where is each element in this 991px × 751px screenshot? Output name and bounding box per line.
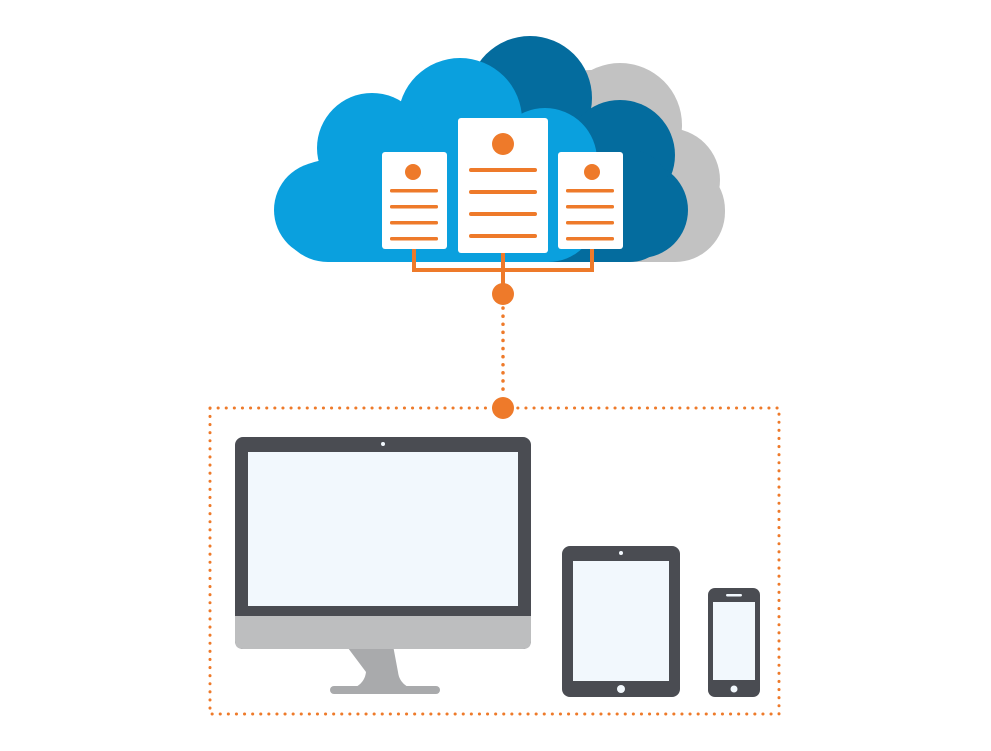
desktop-monitor-icon bbox=[235, 437, 531, 694]
tablet-screen bbox=[573, 561, 669, 681]
server-card-right bbox=[558, 152, 623, 249]
monitor-chin bbox=[235, 616, 531, 649]
cloud-icon bbox=[274, 36, 725, 305]
smartphone-screen bbox=[713, 602, 755, 680]
smartphone-icon bbox=[708, 588, 760, 697]
monitor-screen bbox=[248, 452, 518, 606]
cloud-link-node bbox=[492, 283, 514, 305]
tablet-icon bbox=[562, 546, 680, 697]
server-card-center bbox=[458, 118, 548, 253]
devices-group-border bbox=[208, 406, 781, 716]
monitor-stand bbox=[336, 640, 428, 692]
server-card-left bbox=[382, 152, 447, 249]
